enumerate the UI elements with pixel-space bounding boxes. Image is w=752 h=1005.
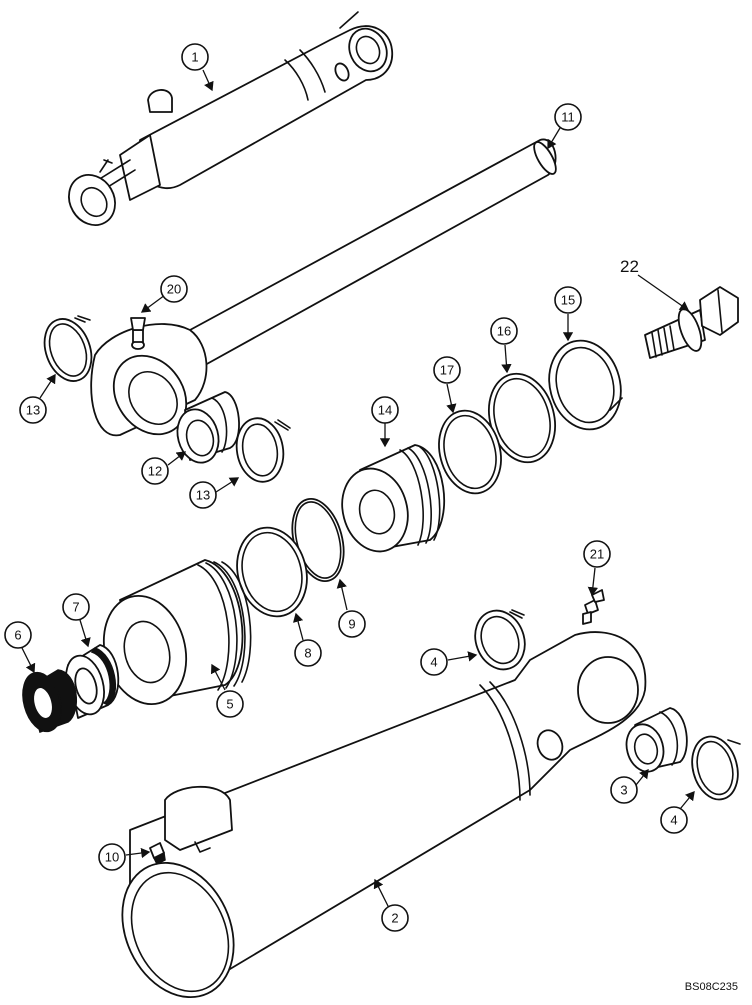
assembled-cylinder (68, 11, 394, 226)
callout-9: 9 (338, 610, 366, 638)
wear-ring (548, 339, 623, 431)
svg-text:8: 8 (304, 646, 311, 661)
callout-15: 15 (554, 286, 582, 314)
rod-eye (90, 317, 208, 437)
svg-text:1: 1 (191, 50, 198, 65)
callout-6: 6 (4, 621, 32, 649)
svg-text:15: 15 (561, 293, 575, 308)
callout-14: 14 (371, 396, 399, 424)
snap-ring-lower-left (474, 609, 526, 671)
callout-10: 10 (98, 843, 126, 871)
cylinder-barrel (121, 631, 647, 999)
grease-fitting-21 (582, 589, 605, 625)
piston-rod (189, 138, 557, 366)
callout-3: 3 (610, 776, 638, 804)
callout-16: 16 (490, 317, 518, 345)
svg-text:6: 6 (14, 628, 21, 643)
callout-4-lower: 4 (660, 806, 688, 834)
svg-text:9: 9 (348, 617, 355, 632)
svg-text:4: 4 (670, 813, 677, 828)
rod-wiper (22, 669, 77, 733)
svg-text:13: 13 (196, 488, 210, 503)
callout-8: 8 (294, 639, 322, 667)
svg-text:21: 21 (590, 547, 604, 562)
svg-text:12: 12 (148, 464, 162, 479)
snap-ring-lower-right (691, 735, 741, 801)
figure-code: BS08C235 (685, 981, 738, 993)
callout-5: 5 (216, 690, 244, 718)
callout-12: 12 (141, 457, 169, 485)
backup-ring (236, 526, 308, 618)
svg-text:20: 20 (167, 282, 181, 297)
svg-text:2: 2 (391, 911, 398, 926)
svg-text:10: 10 (105, 850, 119, 865)
callout-17: 17 (433, 356, 461, 384)
svg-text:5: 5 (226, 697, 233, 712)
svg-text:4: 4 (430, 655, 437, 670)
callout-1: 1 (181, 43, 209, 71)
svg-text:7: 7 (72, 600, 79, 615)
svg-text:14: 14 (378, 403, 392, 418)
callout-13-upper: 13 (19, 396, 47, 424)
seal-ring-17 (438, 409, 502, 495)
callout-13-middle: 13 (189, 481, 217, 509)
callout-2: 2 (381, 904, 409, 932)
leader-lines (21, 69, 695, 911)
snap-ring-middle (235, 417, 291, 483)
callout-21: 21 (583, 540, 611, 568)
bolt (644, 286, 739, 359)
callout-11: 11 (554, 103, 582, 131)
piston (341, 444, 446, 553)
callout-20: 20 (160, 275, 188, 303)
callout-7: 7 (62, 593, 90, 621)
bushing-lower (625, 707, 688, 773)
svg-text:17: 17 (440, 363, 454, 378)
grease-fitting-10 (149, 842, 166, 866)
callout-4-middle: 4 (420, 648, 448, 676)
label-22: 22 (620, 257, 639, 276)
svg-text:16: 16 (497, 324, 511, 339)
bushing-upper (176, 391, 240, 464)
svg-text:3: 3 (620, 783, 627, 798)
snap-ring-upper (43, 315, 93, 382)
svg-text:13: 13 (26, 403, 40, 418)
svg-text:11: 11 (561, 110, 575, 125)
